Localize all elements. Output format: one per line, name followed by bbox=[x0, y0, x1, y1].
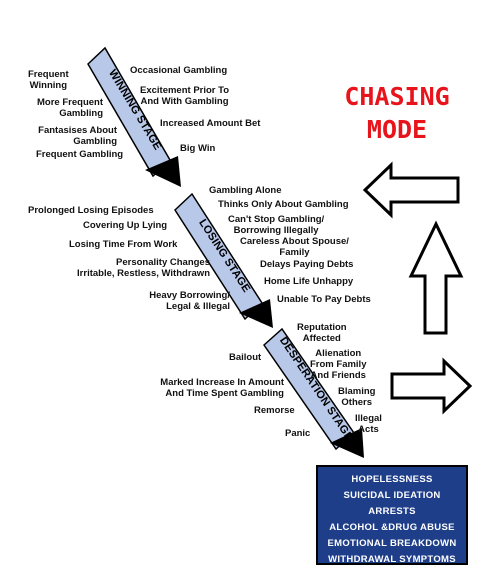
desperation-item: Marked Increase In Amount And Time Spent… bbox=[160, 377, 284, 399]
losing-item: Heavy Borrowing/ Legal & Illegal bbox=[149, 290, 230, 312]
losing-item: Can't Stop Gambling/ Borrowing Illegally bbox=[228, 214, 325, 236]
losing-item: Prolonged Losing Episodes bbox=[28, 205, 154, 216]
desperation-item: Blaming Others bbox=[338, 386, 376, 408]
losing-item: Thinks Only About Gambling bbox=[218, 199, 349, 210]
desperation-item: Illegal Acts bbox=[355, 413, 382, 435]
outcome-item: EMOTIONAL BREAKDOWN bbox=[327, 538, 457, 549]
outcomes-box: HOPELESSNESS SUICIDAL IDEATION ARRESTS A… bbox=[316, 465, 468, 565]
outcome-item: ALCOHOL &DRUG ABUSE bbox=[329, 522, 455, 533]
losing-item: Covering Up Lying bbox=[83, 220, 168, 231]
outcome-item: SUICIDAL IDEATION bbox=[343, 490, 441, 501]
outcome-item: WITHDRAWAL SYMPTOMS bbox=[328, 554, 456, 565]
losing-item: Home Life Unhappy bbox=[264, 276, 354, 287]
arrow-left-icon bbox=[362, 161, 460, 219]
desperation-item: Reputation Affected bbox=[297, 322, 347, 344]
losing-item: Careless About Spouse/ Family bbox=[240, 236, 349, 258]
losing-item: Losing Time From Work bbox=[69, 239, 178, 250]
outcome-item: HOPELESSNESS bbox=[351, 474, 433, 485]
desperation-item: Alienation From Family And Friends bbox=[310, 348, 367, 381]
winning-item: Frequent Gambling bbox=[36, 149, 124, 160]
losing-item: Delays Paying Debts bbox=[260, 259, 354, 270]
arrow-right-icon bbox=[390, 357, 473, 415]
winning-item: Fantasises About Gambling bbox=[38, 125, 117, 147]
winning-item: Big Win bbox=[180, 143, 216, 154]
losing-stage-arrow bbox=[174, 192, 273, 328]
desperation-item: Panic bbox=[285, 428, 311, 439]
winning-item: More Frequent Gambling bbox=[37, 97, 103, 119]
chasing-mode-title: CHASING MODE bbox=[344, 82, 450, 144]
losing-item: Gambling Alone bbox=[209, 185, 282, 196]
outcome-item: ARRESTS bbox=[368, 506, 416, 517]
winning-stage-arrow bbox=[87, 46, 181, 187]
losing-item: Personality Changes Irritable, Restless,… bbox=[77, 257, 210, 279]
desperation-item: Bailout bbox=[229, 352, 262, 363]
arrow-up-icon bbox=[408, 220, 464, 335]
winning-item: Excitement Prior To And With Gambling bbox=[140, 85, 230, 107]
winning-item: Frequent Winning bbox=[28, 69, 69, 91]
desperation-stage-arrow bbox=[263, 327, 364, 458]
winning-item: Increased Amount Bet bbox=[160, 118, 261, 129]
winning-item: Occasional Gambling bbox=[130, 65, 228, 76]
desperation-item: Remorse bbox=[254, 405, 295, 416]
losing-item: Unable To Pay Debts bbox=[277, 294, 371, 305]
